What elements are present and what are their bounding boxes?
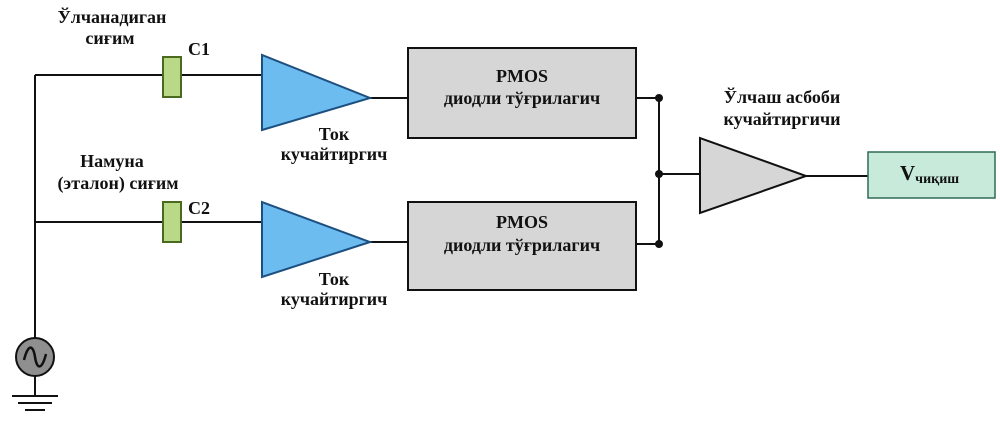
current-amp-top-label-line2: кучайтиргич <box>281 144 388 164</box>
measured-capacitance-label: Ўлчанадиган <box>58 6 167 27</box>
output-box <box>867 151 996 199</box>
meter-amp-label-line2: кучайтиргичи <box>724 109 841 129</box>
output-voltage-symbol: V <box>900 161 915 185</box>
measured-capacitance-label-line2: сиғим <box>85 28 134 48</box>
current-amp-bottom-label-line2: кучайтиргич <box>281 289 388 309</box>
meter-amp-label: Ўлчаш асбоби <box>724 86 841 107</box>
current-amp-top-label: Ток <box>319 124 350 144</box>
output-voltage-subscript: чиқиш <box>915 172 959 187</box>
capacitor-c1 <box>162 56 182 98</box>
capacitor-c2 <box>162 201 182 243</box>
ground-icon <box>12 395 58 411</box>
current-amp-bottom-label: Ток <box>319 269 350 289</box>
pmos-rectifier-top <box>407 47 637 139</box>
output-voltage-label: Vчиқиш <box>900 161 959 187</box>
current-amplifier-bottom <box>261 200 374 279</box>
rectifier-top-title: PMOS <box>496 66 548 86</box>
reference-capacitance-label: Намуна <box>80 151 144 171</box>
junction-dot <box>655 170 663 178</box>
rectifier-top-subtitle: диодли тўғрилагич <box>444 88 600 108</box>
pmos-rectifier-bottom <box>407 201 637 291</box>
rectifier-bottom-subtitle: диодли тўғрилагич <box>444 235 600 255</box>
junction-dot <box>655 240 663 248</box>
reference-capacitance-label-line2: (эталон) сиғим <box>57 173 178 194</box>
c1-label: C1 <box>188 39 210 59</box>
meter-amplifier <box>699 136 809 215</box>
junction-dot <box>655 94 663 102</box>
ac-source-icon <box>15 337 55 396</box>
rectifier-bottom-title: PMOS <box>496 212 548 232</box>
current-amplifier-top <box>261 53 374 132</box>
c2-label: C2 <box>188 198 210 218</box>
wires <box>34 74 868 338</box>
